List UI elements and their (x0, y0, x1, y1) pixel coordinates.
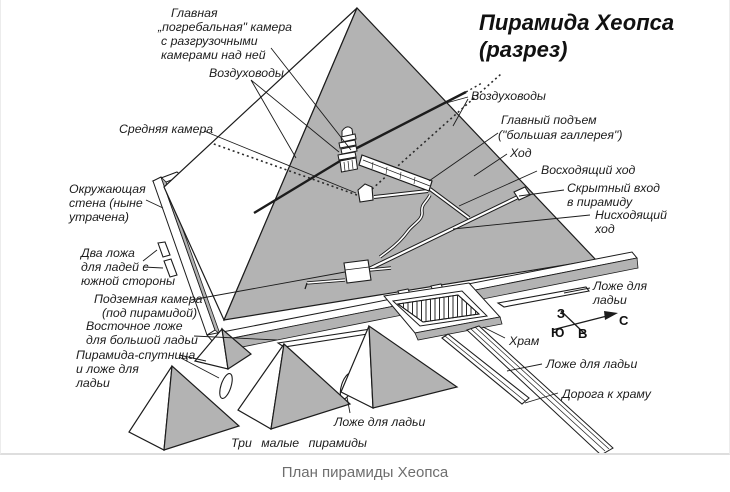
underground-stub-passage (304, 278, 346, 290)
underground-chamber-shape (343, 259, 372, 284)
hidden-entrance-shape (513, 186, 531, 201)
great-pyramid (163, 6, 598, 322)
compass-east: В (578, 326, 587, 341)
temple-shape (383, 282, 503, 341)
cheops-pyramid-diagram: З Ю В С Пирамида Хеопса (разрез) Главная… (68, 6, 680, 453)
right-boat-bed (496, 286, 590, 308)
label-temple: Храм (508, 334, 540, 348)
label-boat-bed-bottom: Ложе для ладьи (333, 415, 425, 429)
label-boat-bed-right: Ложе для ладьи (592, 279, 650, 307)
small-pyramid-1 (128, 364, 241, 451)
descending-passage-line (364, 193, 523, 273)
causeway (466, 325, 614, 453)
compass: З Ю В С (551, 306, 629, 341)
label-hidden-entrance: Скрытный вход в пирамиду (567, 181, 663, 209)
label-wall: Окружающая стена (ныне утрачена) (68, 182, 149, 224)
small-pyramid-3 (340, 324, 459, 409)
lower-right-boat-bed (441, 333, 530, 405)
satellite-pyramid-shape (193, 327, 252, 371)
diagram-figure: З Ю В С Пирамида Хеопса (разрез) Главная… (0, 0, 730, 455)
boat-pit-ellipse-1 (219, 372, 233, 400)
king-chamber-stack (337, 126, 359, 173)
label-air-ducts-left: Воздуховоды (209, 66, 284, 80)
compass-west: З (557, 306, 565, 321)
south-boat-bed-1 (157, 241, 171, 258)
figure-caption: План пирамиды Хеопса (0, 455, 730, 490)
queen-right-air-shaft (371, 73, 502, 190)
label-east-bed: Восточное ложе для большой ладьи (86, 319, 198, 347)
label-grand-gallery: Главный подъем ("большая галлерея") (498, 113, 622, 142)
leader-lines (142, 47, 591, 414)
king-right-air-shaft (352, 90, 467, 152)
label-three-pyramids: Три малые пирамиды (231, 436, 367, 450)
pyramid-section-face (223, 6, 598, 321)
small-pyramids (128, 324, 459, 451)
label-road-to-temple: Дорога к храму (560, 387, 652, 401)
label-passage: Ход (509, 146, 532, 160)
label-boat-bed-lower: Ложе для ладьи (545, 357, 637, 371)
grand-gallery-shape (358, 154, 433, 192)
label-underground-chamber: Подземная камера (под пирамидой) (94, 292, 206, 320)
middle-chamber-shape (357, 183, 374, 203)
pyramid-interior (210, 73, 531, 290)
label-descending-passage: Нисходящий ход (594, 208, 670, 236)
label-satellite-pyramid: Пирамида-спутница и ложе для ладьи (75, 348, 199, 390)
king-left-air-shaft (253, 156, 346, 215)
compass-north-arrowhead (604, 311, 618, 320)
label-middle-chamber: Средняя камера (119, 122, 213, 136)
compass-north: С (619, 313, 629, 328)
ascending-passage-line (428, 187, 471, 220)
label-main-chamber: Главная „погребальная" камера с разгрузо… (157, 6, 295, 62)
queen-passage-line (373, 189, 429, 199)
queen-left-air-shaft (210, 142, 358, 196)
small-pyramid-2 (237, 342, 352, 430)
diagram-title: Пирамида Хеопса (разрез) (479, 10, 680, 62)
compass-south: Ю (551, 325, 564, 340)
south-boat-bed-2 (163, 258, 178, 278)
label-ascending-passage: Восходящий ход (541, 163, 636, 177)
label-air-ducts-right: Воздуховоды (471, 89, 546, 103)
label-two-beds: Два ложа для ладей с южной стороны (79, 246, 175, 288)
